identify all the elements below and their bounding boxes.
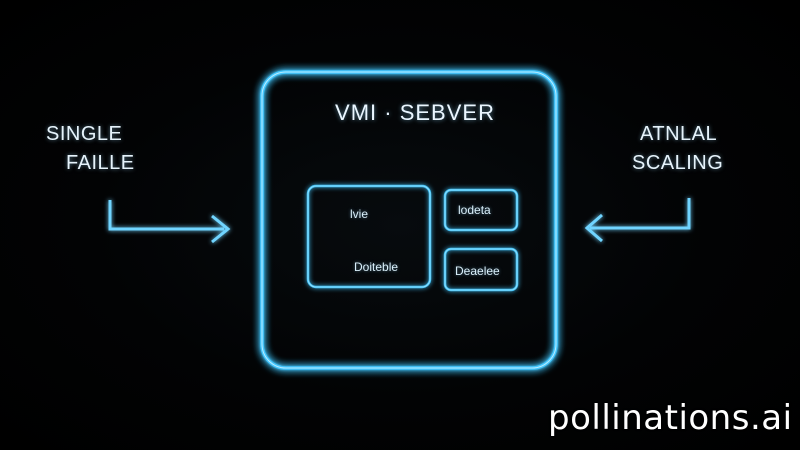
- server-title: VMI · SEBVER: [335, 100, 495, 125]
- right-label-line2: SCALING: [632, 152, 724, 174]
- inner-box-c-label: Deaelee: [455, 264, 500, 278]
- left-label-line2: FAILLE: [66, 152, 135, 174]
- inner-box-a-bottom-label: Doiteble: [354, 260, 399, 274]
- right-arrow: [584, 198, 691, 243]
- left-label: SINGLE FAILLE: [46, 120, 135, 178]
- inner-box-b-label: lodeta: [458, 203, 491, 217]
- right-label-line1: ATNLAL: [640, 123, 718, 145]
- left-label-line1: SINGLE: [46, 123, 123, 145]
- right-label: ATNLAL SCALING: [632, 120, 723, 178]
- watermark: pollinations.ai: [548, 398, 793, 438]
- left-arrow: [108, 200, 231, 244]
- inner-box-a-top-label: lvie: [350, 207, 369, 221]
